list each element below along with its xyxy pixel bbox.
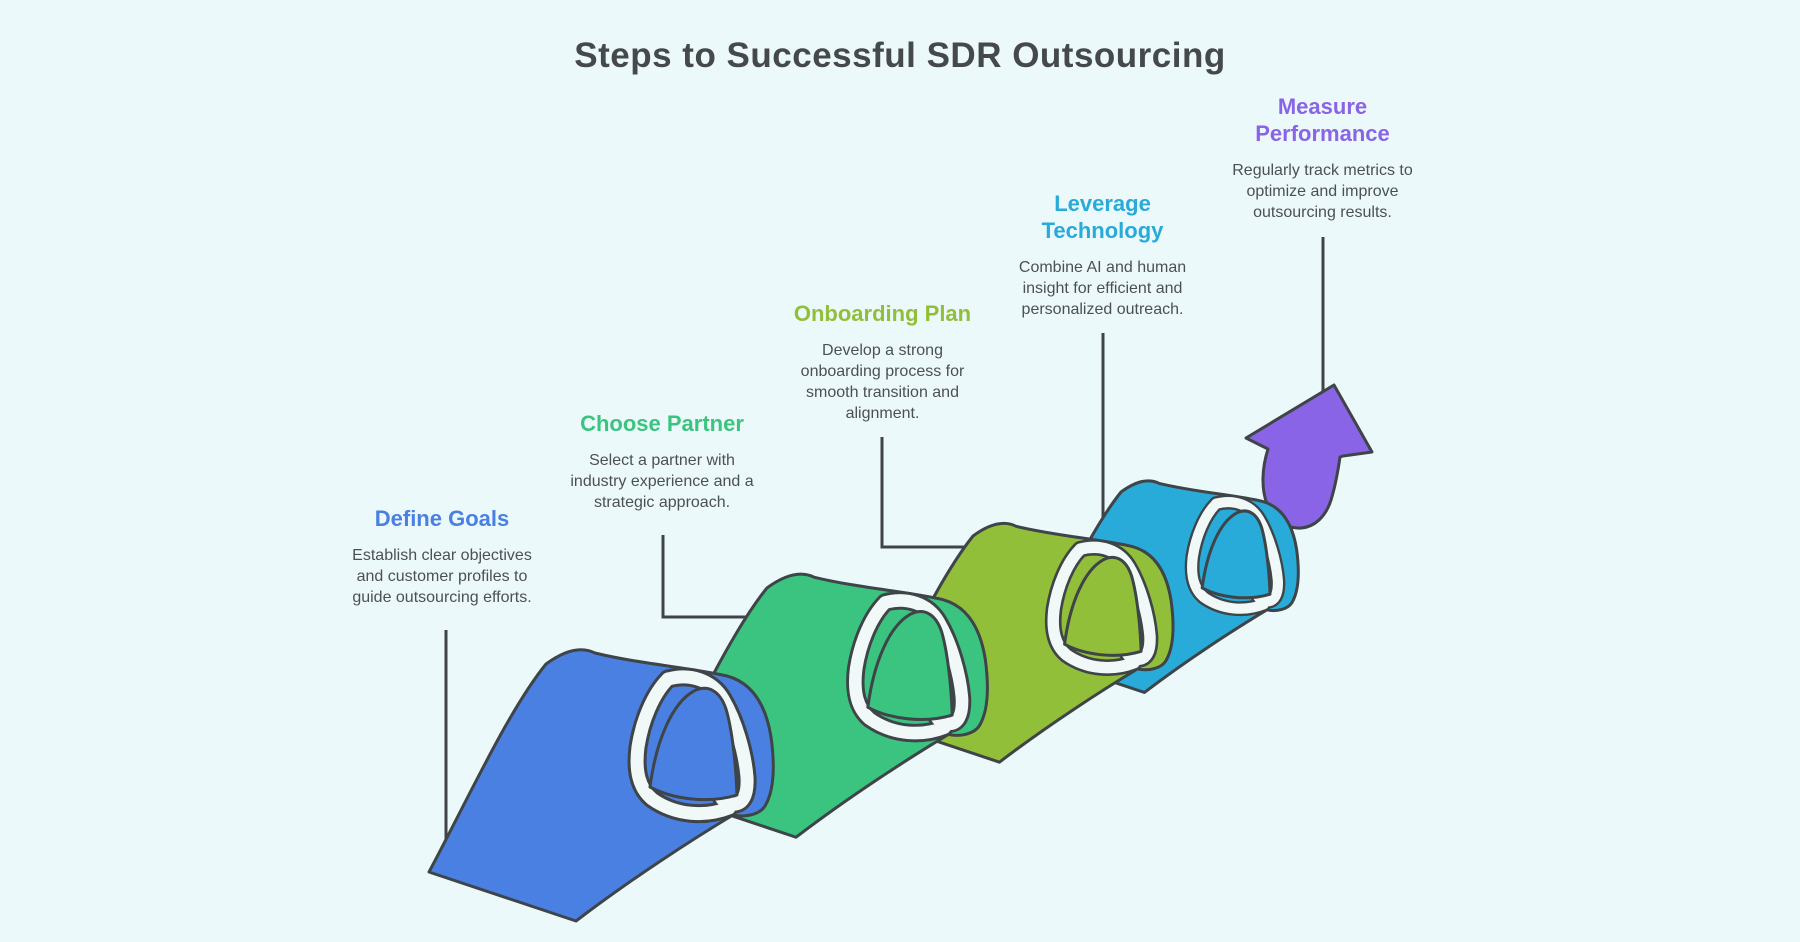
wave-under-hill <box>1200 509 1272 600</box>
ascending-arrow-shape <box>1244 383 1374 530</box>
step-description: Develop a strong onboarding process for … <box>800 342 965 422</box>
page-title: Steps to Successful SDR Outsourcing <box>574 36 1226 75</box>
step-leverage-technology: Leverage Technology Combine AI and human… <box>1000 190 1205 320</box>
step-title: Measure Performance <box>1255 94 1390 146</box>
leader-line-step-3 <box>880 437 972 549</box>
step-description: Regularly track metrics to optimize and … <box>1232 162 1413 221</box>
ribbon-segment-define-goals <box>427 648 775 923</box>
curl-band <box>1211 497 1283 607</box>
step-title: Choose Partner <box>580 411 744 436</box>
ribbon-segment-onboarding-plan <box>868 521 1175 764</box>
leader-line-step-2 <box>661 535 752 619</box>
step-title: Define Goals <box>374 506 510 531</box>
curl-band <box>1074 541 1156 665</box>
step-onboarding-plan: Onboarding Plan Develop a strong onboard… <box>790 300 975 424</box>
step-description: Establish clear objectives and customer … <box>352 547 532 606</box>
step-measure-performance: Measure Performance Regularly track metr… <box>1225 93 1420 223</box>
wave-under-hill <box>1063 555 1143 657</box>
step-description: Combine AI and human insight for efficie… <box>1018 259 1187 318</box>
curl-band <box>1047 543 1140 674</box>
wave-under-hill <box>648 686 739 802</box>
curl-band <box>630 672 736 821</box>
curl-band <box>849 596 951 740</box>
step-define-goals: Define Goals Establish clear objectives … <box>342 505 542 608</box>
step-choose-partner: Choose Partner Select a partner with ind… <box>567 410 757 513</box>
curl-band <box>1187 498 1269 614</box>
step-title: Onboarding Plan <box>793 301 972 326</box>
wave-under-hill <box>866 610 954 721</box>
step-description: Select a partner with industry experienc… <box>570 452 754 511</box>
step-title: Leverage Technology <box>1041 191 1164 243</box>
